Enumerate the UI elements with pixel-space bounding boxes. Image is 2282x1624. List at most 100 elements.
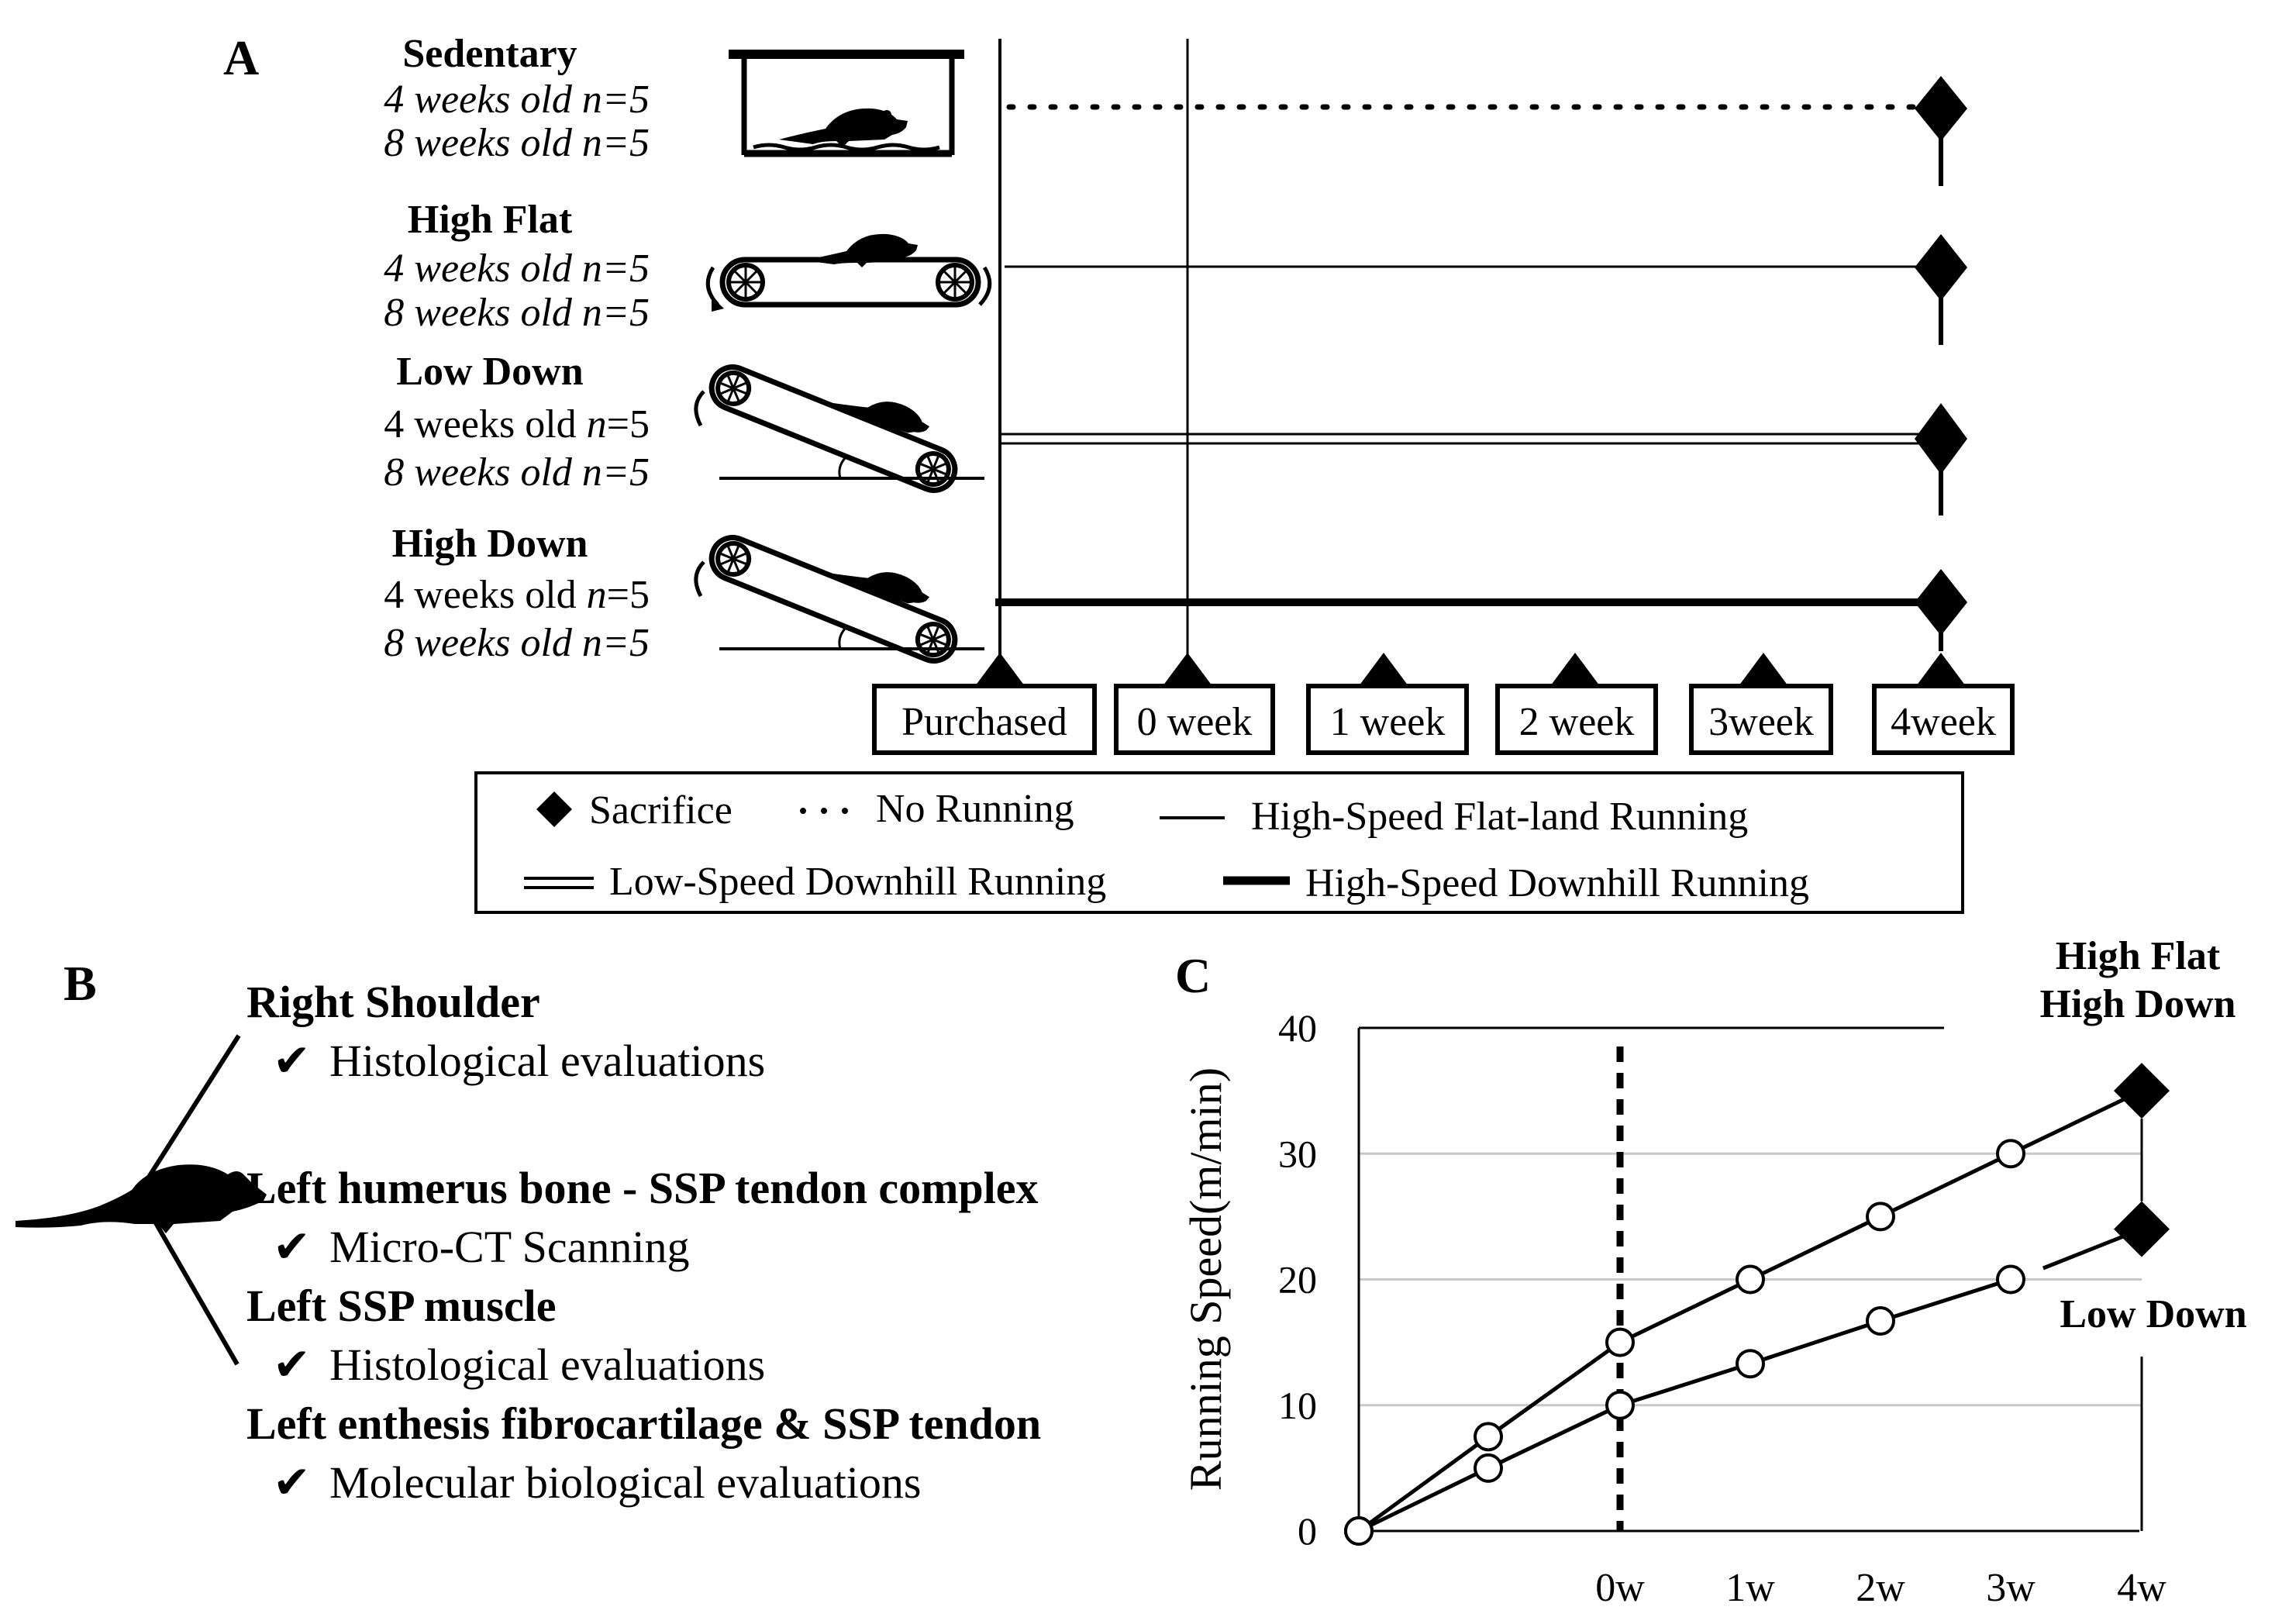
sacrifice-diamond-icon (1915, 403, 1967, 474)
timepoint-pointer-icon (1739, 653, 1788, 686)
data-point (1474, 1422, 1503, 1452)
item-left-humerus-title: Left humerus bone - SSP tendon complex (246, 1163, 1039, 1213)
group-sedentary-line1: 4 weeks old n=5 (384, 78, 650, 122)
series-end-segment-0 (2009, 1088, 2143, 1156)
timepoint-boxes: Purchased 0 week 1 week 2 week 3week 4we… (872, 653, 2015, 755)
y-axis-label: Running Speed(m/min) (1181, 1067, 1231, 1491)
y-tick-label: 20 (1278, 1258, 1317, 1302)
data-point (1605, 1390, 1635, 1420)
cage-icon (729, 50, 964, 157)
group-sedentary-line2: 8 weeks old n=5 (384, 121, 650, 165)
running-speed-chart: 0 10 20 30 40 0w 1w 2w 3w 4w Running Speed(m/min… (1181, 934, 2247, 1610)
x-tick-label: 2w (1856, 1566, 1905, 1610)
legend-no-running: No Running (876, 787, 1074, 831)
timepoint-pointer-icon (1550, 653, 1600, 686)
legend-high-down: High-Speed Downhill Running (1305, 861, 1809, 905)
group-highflat-name: High Flat (408, 198, 573, 242)
x-tick-label: 0w (1595, 1566, 1645, 1610)
timepoint-box-2week (1495, 684, 1658, 755)
group-lowdown-name: Low Down (396, 350, 583, 394)
item-left-ssp-muscle-detail: Histological evaluations (329, 1340, 765, 1390)
check-icon: ✔ (273, 1457, 311, 1508)
legend-sacrifice: Sacrifice (589, 788, 733, 833)
panel-a-letter: A (223, 30, 259, 85)
data-point (1866, 1306, 1895, 1336)
group-labels: Sedentary 4 weeks old n=5 8 weeks old n=… (384, 32, 650, 665)
series-line-0 (1357, 1151, 2012, 1533)
label-low-down: Low Down (2060, 1292, 2246, 1336)
legend-low-down: Low-Speed Downhill Running (609, 860, 1106, 904)
label-high-flat: High Flat (2056, 934, 2221, 978)
sacrifice-diamond-icon (1915, 234, 1967, 301)
timepoint-box-purchased (872, 684, 1097, 755)
flat-treadmill-icon (705, 233, 992, 312)
timepoint-box-4week (1872, 684, 2015, 755)
timepoint-box-0week (1114, 684, 1275, 755)
timepoint-label-4week: 4week (1891, 700, 1996, 744)
connector-line-lower (153, 1220, 240, 1366)
x-ticks: 0w 1w 2w 3w 4w (1595, 1566, 2167, 1610)
data-point (1866, 1202, 1895, 1232)
dotted-line-icon (800, 808, 848, 814)
rat-icon (805, 233, 918, 267)
downhill-treadmill-icon-2 (694, 535, 984, 664)
group-lowdown-line1: 4 weeks old n=5 (384, 402, 650, 447)
timepoint-pointer-icon (975, 653, 1025, 686)
panel-b-letter: B (64, 956, 97, 1011)
series-line-1 (1357, 1277, 2011, 1533)
group-highdown-name: High Down (392, 522, 588, 566)
group-lowdown-line2: 8 weeks old n=5 (384, 450, 650, 495)
data-point (1996, 1139, 2025, 1169)
data-point (1474, 1453, 1503, 1483)
item-left-ssp-muscle-title: Left SSP muscle (246, 1281, 557, 1331)
group-highdown-line1: 4 weeks old n=5 (384, 573, 650, 617)
group-highflat-line2: 8 weeks old n=5 (384, 291, 650, 335)
sacrifice-markers (1915, 76, 1967, 651)
double-line-icon (524, 877, 594, 889)
timepoint-label-purchased: Purchased (901, 700, 1067, 744)
data-point (1344, 1516, 1374, 1546)
rat-icon (831, 402, 930, 433)
y-tick-label: 30 (1278, 1132, 1317, 1175)
timepoint-box-3week (1689, 684, 1833, 755)
timepoint-pointer-icon (1163, 653, 1212, 686)
timepoint-pointer-icon (1359, 653, 1408, 686)
sacrifice-diamond-icon (2114, 1063, 2170, 1119)
item-right-shoulder-detail: Histological evaluations (329, 1036, 765, 1086)
y-ticks: 0 10 20 30 40 (1278, 1006, 1317, 1553)
x-tick-label: 4w (2117, 1566, 2167, 1610)
timepoint-label-1week: 1 week (1330, 700, 1446, 744)
group-highdown-line2: 8 weeks old n=5 (384, 621, 650, 665)
check-icon: ✔ (273, 1222, 311, 1272)
label-high-down: High Down (2040, 982, 2236, 1026)
item-left-enthesis-title: Left enthesis fibrocartilage & SSP tendo… (246, 1398, 1041, 1449)
connector-line-upper (139, 1034, 241, 1191)
timepoint-pointer-icon (1916, 653, 1966, 686)
check-icon: ✔ (273, 1340, 311, 1390)
series-group (1344, 1063, 2170, 1546)
legend: Sacrifice No Running High-Speed Flat-lan… (474, 771, 1964, 914)
item-left-humerus-detail: Micro-CT Scanning (329, 1222, 689, 1272)
legend-box (474, 771, 1964, 914)
data-point (1736, 1349, 1765, 1379)
timepoint-label-2week: 2 week (1519, 700, 1635, 744)
y-tick-label: 0 (1298, 1509, 1317, 1553)
legend-high-flat: High-Speed Flat-land Running (1251, 795, 1748, 839)
sacrifice-diamond-icon (2114, 1201, 2170, 1257)
timepoint-label-0week: 0 week (1137, 700, 1253, 744)
downhill-treadmill-icon (694, 364, 984, 493)
data-point (1736, 1264, 1765, 1295)
item-left-enthesis-detail: Molecular biological evaluations (329, 1457, 921, 1508)
group-highflat-line1: 4 weeks old n=5 (384, 247, 650, 291)
sacrifice-diamond-icon (536, 791, 572, 827)
rat-icon (831, 572, 930, 604)
x-tick-label: 3w (1986, 1566, 2036, 1610)
y-tick-label: 40 (1278, 1006, 1317, 1050)
group-sedentary-name: Sedentary (402, 32, 577, 76)
timepoint-label-3week: 3week (1708, 700, 1814, 744)
y-tick-label: 10 (1278, 1384, 1317, 1427)
sacrifice-diamond-icon (1915, 76, 1967, 141)
x-tick-label: 1w (1725, 1566, 1775, 1610)
check-icon: ✔ (273, 1036, 311, 1086)
